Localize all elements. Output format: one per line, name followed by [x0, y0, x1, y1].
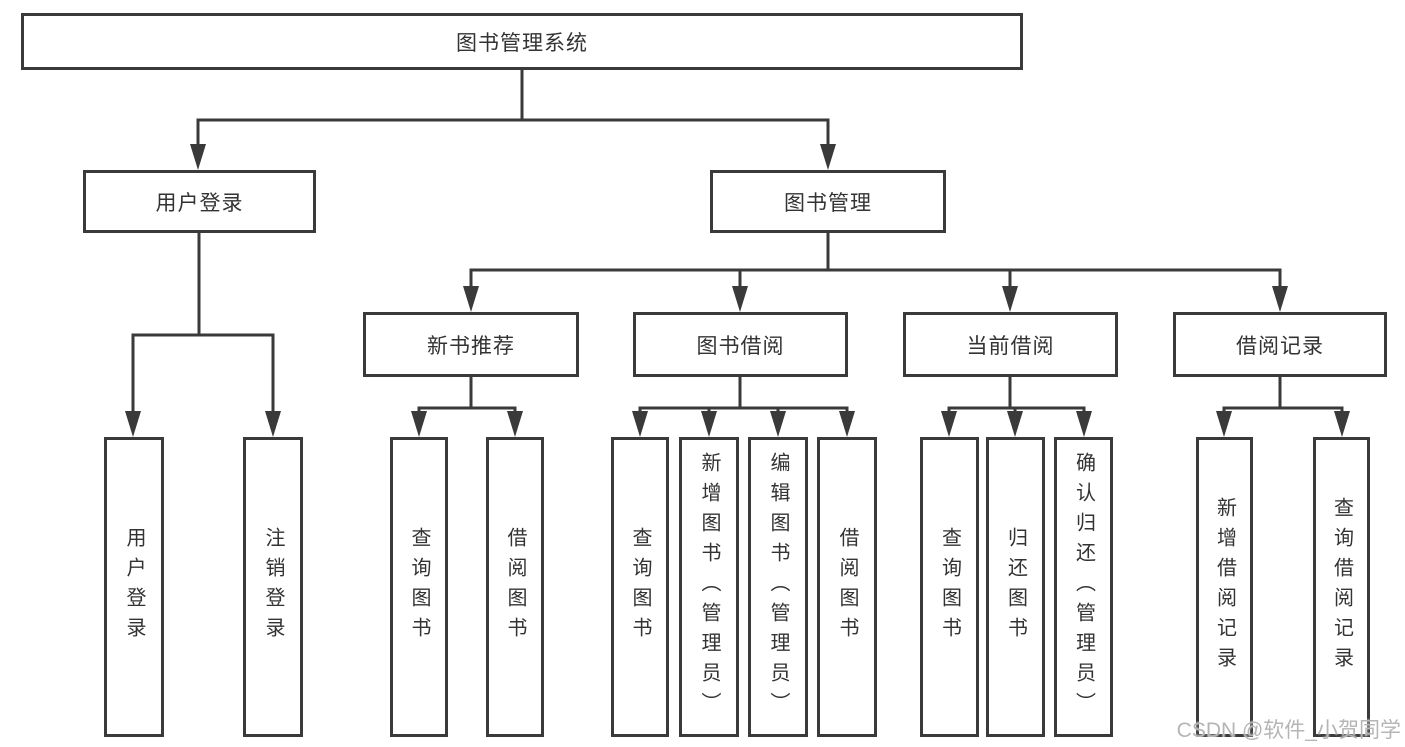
leaf-query-books-borrow: 查询图书	[611, 437, 669, 737]
node-label: 图书管理	[784, 191, 872, 215]
node-label: 注销登录	[262, 527, 284, 647]
node-label: 确认归还（管理员）	[1072, 452, 1095, 722]
node-label: 编辑图书（管理员）	[767, 452, 789, 722]
leaf-borrow-books-recommend: 借阅图书	[486, 437, 544, 737]
leaf-add-book-admin: 新增图书（管理员）	[679, 437, 739, 737]
leaf-logout: 注销登录	[243, 437, 303, 737]
node-current-borrowing: 当前借阅	[903, 312, 1118, 377]
node-label: 查询图书	[938, 527, 961, 647]
leaf-query-books-current: 查询图书	[920, 437, 979, 737]
leaf-user-login: 用户登录	[104, 437, 164, 737]
node-label: 用户登录	[155, 191, 244, 215]
node-book-borrowing: 图书借阅	[633, 312, 848, 377]
leaf-edit-book-admin: 编辑图书（管理员）	[748, 437, 808, 737]
node-label: 新书推荐	[427, 334, 515, 358]
node-label: 借阅记录	[1236, 334, 1324, 358]
node-borrowing-records: 借阅记录	[1173, 312, 1387, 377]
node-label: 新增图书（管理员）	[698, 452, 720, 722]
leaf-add-borrow-record: 新增借阅记录	[1196, 437, 1253, 737]
node-label: 用户登录	[123, 527, 145, 647]
node-label: 查询借阅记录	[1330, 497, 1353, 677]
node-label: 借阅图书	[836, 527, 858, 647]
node-new-book-recommend: 新书推荐	[363, 312, 579, 377]
node-label: 图书借阅	[696, 334, 785, 358]
node-label: 借阅图书	[504, 527, 526, 647]
node-label: 查询图书	[629, 527, 651, 647]
node-label: 归还图书	[1004, 527, 1027, 647]
node-label: 图书管理系统	[456, 31, 588, 55]
node-label: 当前借阅	[966, 334, 1055, 358]
node-library-management-system: 图书管理系统	[21, 13, 1023, 70]
csdn-watermark: CSDN @软件_小贺同学	[1176, 719, 1401, 742]
leaf-query-borrow-record: 查询借阅记录	[1313, 437, 1370, 737]
leaf-confirm-return-admin: 确认归还（管理员）	[1054, 437, 1113, 737]
node-user-login: 用户登录	[83, 170, 316, 233]
node-label: 新增借阅记录	[1213, 497, 1236, 677]
node-label: 查询图书	[408, 527, 430, 647]
leaf-query-books-recommend: 查询图书	[390, 437, 448, 737]
leaf-borrow-books: 借阅图书	[817, 437, 877, 737]
leaf-return-book: 归还图书	[986, 437, 1045, 737]
node-book-management: 图书管理	[710, 170, 946, 233]
